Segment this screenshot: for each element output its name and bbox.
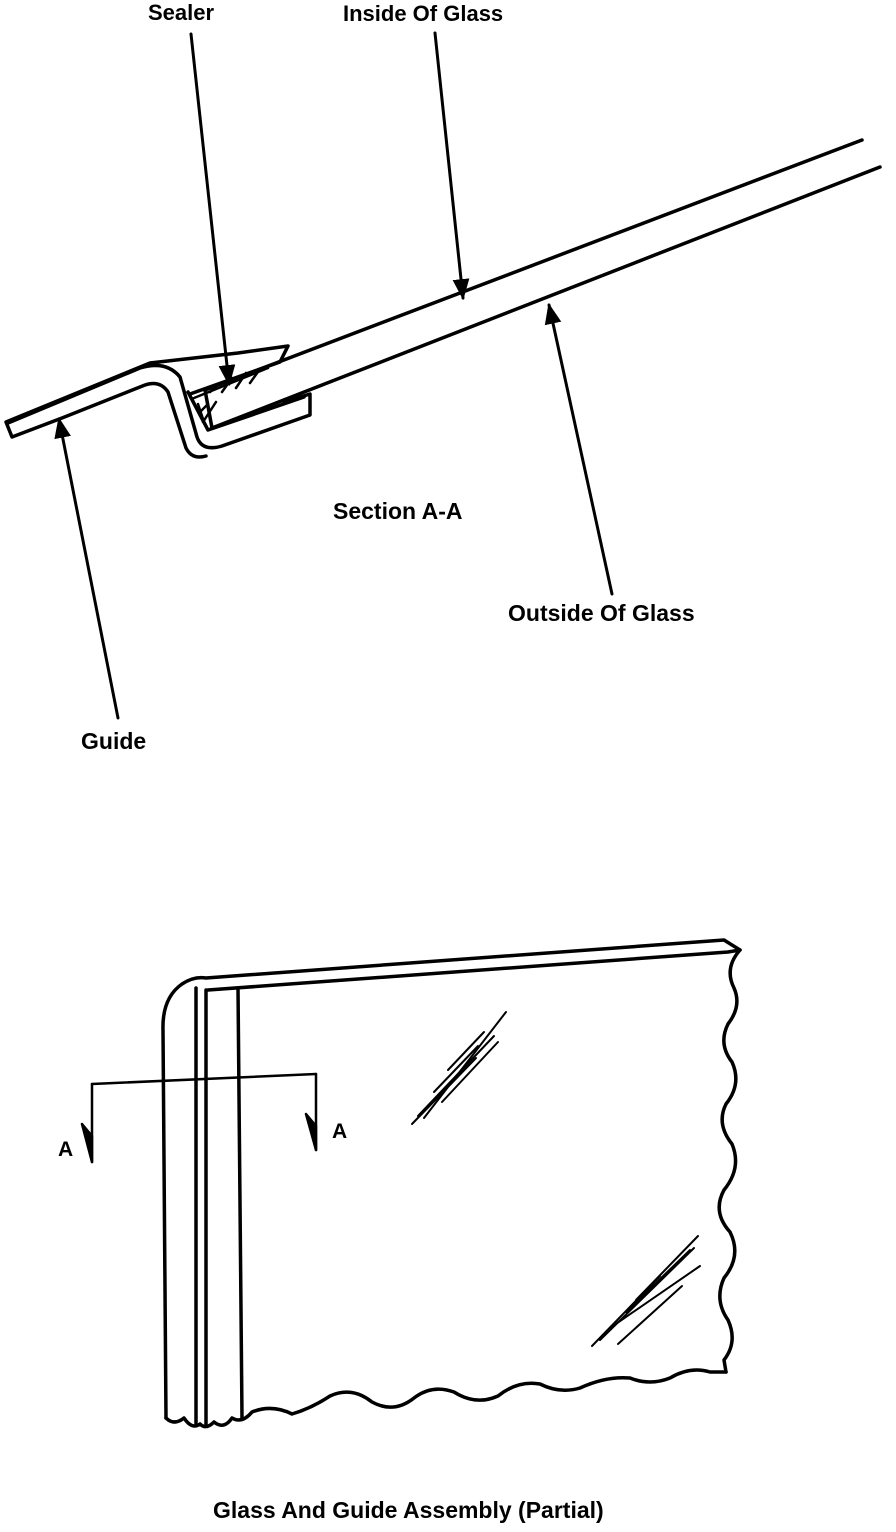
- broken-bottom-edge: [164, 1368, 728, 1429]
- figure-caption: Glass And Guide Assembly (Partial): [213, 1497, 604, 1523]
- guide-frame: [161, 938, 742, 1427]
- glass-inside-edge: [203, 138, 864, 392]
- sealer-label: Sealer: [148, 0, 215, 25]
- outside-of-glass-label: Outside Of Glass: [508, 600, 695, 626]
- section-marker-right: A: [332, 1120, 348, 1143]
- guide-leader: [54, 416, 120, 720]
- glass-reflection-upper: [411, 1011, 507, 1125]
- section-cut-line: [80, 1072, 318, 1164]
- section-view: [4, 31, 882, 720]
- glass-end: [203, 388, 214, 430]
- glass-reflection-lower: [591, 1235, 701, 1347]
- section-title: Section A-A: [333, 498, 463, 524]
- inside-of-glass-label: Inside Of Glass: [343, 1, 504, 26]
- glass-outside-edge: [210, 165, 882, 430]
- section-marker-left: A: [58, 1138, 74, 1161]
- assembly-view: [80, 938, 742, 1429]
- inside-glass-leader: [433, 31, 470, 301]
- outside-glass-leader: [544, 302, 614, 596]
- broken-right-edge: [717, 948, 742, 1374]
- guide-channel: [4, 344, 312, 459]
- sealer-leader: [189, 32, 236, 387]
- guide-label: Guide: [81, 728, 147, 754]
